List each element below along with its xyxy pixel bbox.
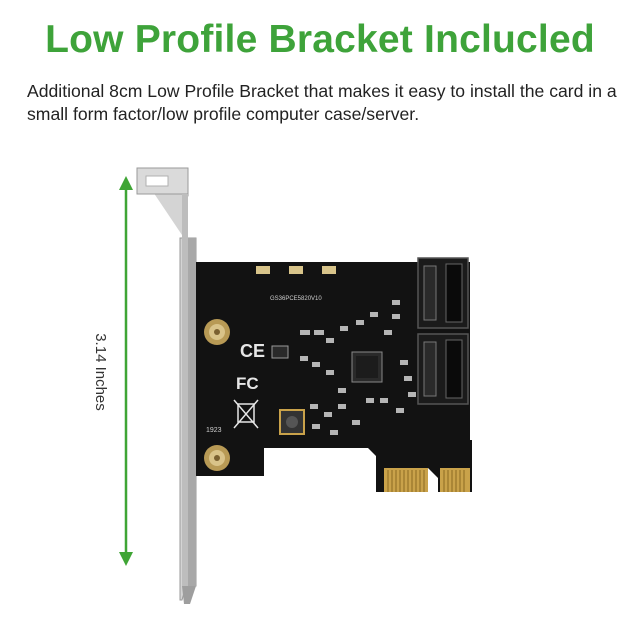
arrow-up-head: [119, 176, 133, 190]
dimension-arrow: [119, 176, 133, 566]
screw-bottom: [204, 445, 230, 471]
status-leds: [256, 266, 336, 274]
inductor: [279, 409, 305, 435]
weee-bin-icon: [233, 399, 259, 429]
part-number: GS36PCE5820V10: [270, 296, 322, 302]
pcie-card: CE FC 1923 GS36PCE5820V10: [196, 257, 472, 492]
arrow-down-head: [119, 552, 133, 566]
smd-components: [300, 300, 416, 435]
ce-mark: CE: [240, 341, 265, 361]
low-profile-bracket: [136, 167, 197, 604]
dimension-label: 3.14 Inches: [92, 333, 109, 411]
regulator-chip: [271, 345, 289, 359]
sata-connector-2: [417, 333, 469, 405]
description-text: Additional 8cm Low Profile Bracket that …: [27, 81, 617, 124]
pcie-gold-contacts: [384, 468, 470, 492]
board-code: 1923: [206, 427, 222, 434]
controller-chip: [351, 351, 383, 383]
screw-top: [204, 319, 230, 345]
sata-connector-1: [417, 257, 469, 329]
fcc-mark: FC: [236, 374, 259, 393]
headline: Low Profile Bracket Inclucled: [45, 18, 595, 61]
